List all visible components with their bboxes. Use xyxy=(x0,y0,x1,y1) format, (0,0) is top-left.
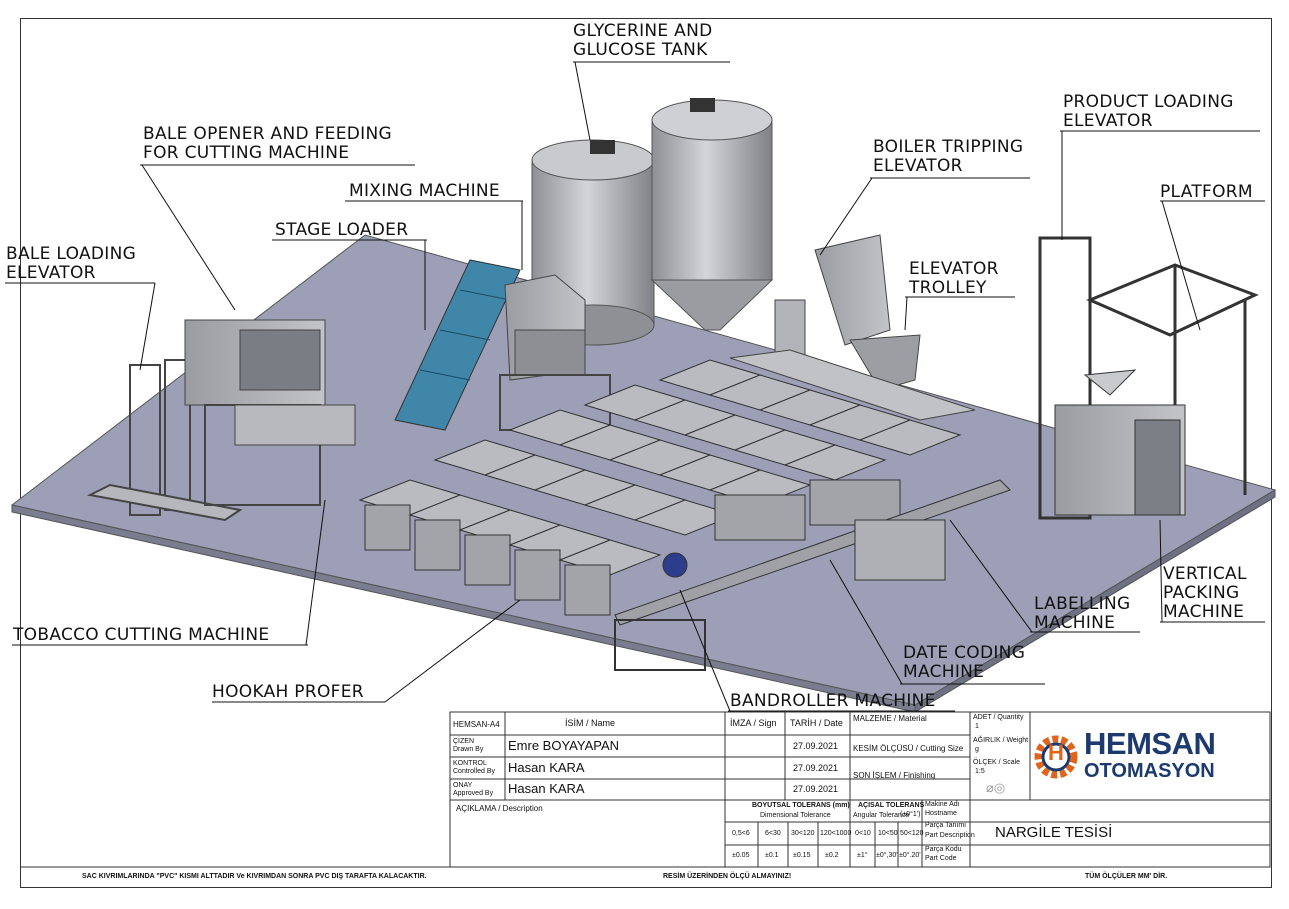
bale-loading-elevator xyxy=(86,359,243,522)
ang-tol-2: ±0°,30' xyxy=(876,852,898,859)
ang-range-2: 10<50 xyxy=(878,830,898,837)
dim-tol-4: ±0.2 xyxy=(825,852,839,859)
label-platform: PLATFORM xyxy=(1160,182,1253,202)
label-elevator-trolley: ELEVATOR TROLLEY xyxy=(909,259,999,298)
label-labelling: LABELLING MACHINE xyxy=(1034,594,1131,633)
description-label: AÇIKLAMA / Description xyxy=(456,804,543,813)
label-bale-opener: BALE OPENER AND FEEDING FOR CUTTING MACH… xyxy=(143,124,392,163)
label-date-coding: DATE CODING MACHINE xyxy=(903,643,1026,682)
header-sign: İMZA / Sign xyxy=(730,718,777,728)
drawn-label: ÇİZEN xyxy=(453,738,474,745)
control-label: KONTROL xyxy=(453,760,487,767)
sheet-size: HEMSAN-A4 xyxy=(453,720,500,729)
hemsan-logo: H HEMSAN OTOMASYON xyxy=(1032,726,1268,786)
ang-tol-3: ±0°.20' xyxy=(899,852,921,859)
hostname-label-en: Hostname xyxy=(925,810,957,817)
label-boiler-tripping: BOILER TRIPPING ELEVATOR xyxy=(873,137,1024,176)
part-desc-label: Parça Tanımı xyxy=(925,822,967,829)
stage-loader xyxy=(394,259,521,431)
finishing-label: SON İŞLEM / Finishing xyxy=(853,771,936,780)
dim-range-4: 120<1000 xyxy=(820,830,852,837)
tobacco-bins xyxy=(358,359,962,616)
dim-tol-title: BOYUTSAL TOLERANS (mm) xyxy=(752,802,850,809)
dim-tol-1: ±0.05 xyxy=(732,852,750,859)
drawn-name: Emre BOYAYAPAN xyxy=(508,738,620,753)
label-hookah-profer: HOOKAH PROFER xyxy=(212,682,364,702)
control-name: Hasan KARA xyxy=(508,760,585,775)
footer-note-right: TÜM ÖLÇÜLER MM' DİR. xyxy=(1085,873,1168,880)
dim-tol-2: ±0.1 xyxy=(765,852,779,859)
header-quantity: ADET / Quantity xyxy=(973,714,1024,721)
part-code-label: Parça Kodu xyxy=(925,846,962,853)
vertical-packing-platform xyxy=(1038,236,1259,520)
part-desc-label-en: Part Description xyxy=(925,832,975,839)
logo-letter: H xyxy=(1048,740,1064,765)
quantity-value: 1 xyxy=(975,723,979,730)
dim-tol-subtitle: Dimensional Tolerance xyxy=(760,812,831,819)
header-date: TARİH / Date xyxy=(790,718,843,728)
ang-tol-hint: (±0°1') xyxy=(900,811,921,818)
drawn-label-en: Drawn By xyxy=(453,746,484,753)
part-code-label-en: Part Code xyxy=(925,855,957,862)
label-bale-loading-elevator: BALE LOADING ELEVATOR xyxy=(6,244,137,283)
ang-range-1: 0<10 xyxy=(855,830,871,837)
control-label-en: Controlled By xyxy=(453,768,496,775)
label-tobacco-cutting: TOBACCO CUTTING MACHINE xyxy=(13,625,270,645)
ang-range-3: 50<120 xyxy=(900,830,924,837)
ang-tol-title: AÇISAL TOLERANS xyxy=(858,802,925,809)
weight-label: AĞIRLIK / Weight xyxy=(973,737,1029,744)
weight-value: g xyxy=(975,746,979,753)
label-bandroller: BANDROLLER MACHINE xyxy=(730,691,936,711)
hostname-label: Makine Adı xyxy=(925,801,960,808)
drawn-date: 27.09.2021 xyxy=(793,741,839,751)
approve-label: ONAY xyxy=(453,782,473,789)
bale-opener xyxy=(184,319,356,506)
footer-note-left: SAC KIVRIMLARINDA "PVC" KISMI ALTTADIR V… xyxy=(82,873,427,880)
ang-tol-1: ±1° xyxy=(857,852,868,859)
boiler-tripping-elevator xyxy=(729,234,976,421)
label-glycerine-tank: GLYCERINE AND GLUCOSE TANK xyxy=(573,21,713,60)
labelling-line xyxy=(614,479,1011,671)
part-description-value: NARGİLE TESİSİ xyxy=(995,824,1113,841)
leader-lines xyxy=(5,61,1265,712)
logo-subtitle: OTOMASYON xyxy=(1084,760,1215,782)
label-product-loading: PRODUCT LOADING ELEVATOR xyxy=(1063,92,1234,131)
label-mixing-machine: MIXING MACHINE xyxy=(349,181,500,201)
cutting-size-label: KESİM ÖLÇÜSÜ / Cutting Size xyxy=(853,744,964,753)
control-date: 27.09.2021 xyxy=(793,763,839,773)
dim-range-2: 6<30 xyxy=(765,830,781,837)
header-material: MALZEME / Material xyxy=(853,714,927,723)
label-stage-loader: STAGE LOADER xyxy=(275,220,409,240)
logo-title: HEMSAN xyxy=(1084,726,1216,761)
approve-name: Hasan KARA xyxy=(508,781,585,796)
projection-icon: ⌀◎ xyxy=(986,780,1006,795)
header-name: İSİM / Name xyxy=(565,718,616,728)
gear-icon xyxy=(1034,735,1078,779)
scale-label: ÖLÇEK / Scale xyxy=(973,759,1021,766)
scale-value: 1:5 xyxy=(975,768,985,775)
mixing-machine xyxy=(499,274,611,431)
approve-label-en: Approved By xyxy=(453,790,494,797)
dim-range-1: 0,5<6 xyxy=(732,830,750,837)
footer-note-mid: RESİM ÜZERİNDEN ÖLÇÜ ALMAYINIZ! xyxy=(663,873,792,880)
approve-date: 27.09.2021 xyxy=(793,784,839,794)
ang-tol-subtitle: Angular Tolerance xyxy=(853,812,910,819)
dim-tol-3: ±0.15 xyxy=(793,852,811,859)
label-vertical-packing: VERTICAL PACKING MACHINE xyxy=(1163,564,1247,622)
dim-range-3: 30<120 xyxy=(791,830,815,837)
